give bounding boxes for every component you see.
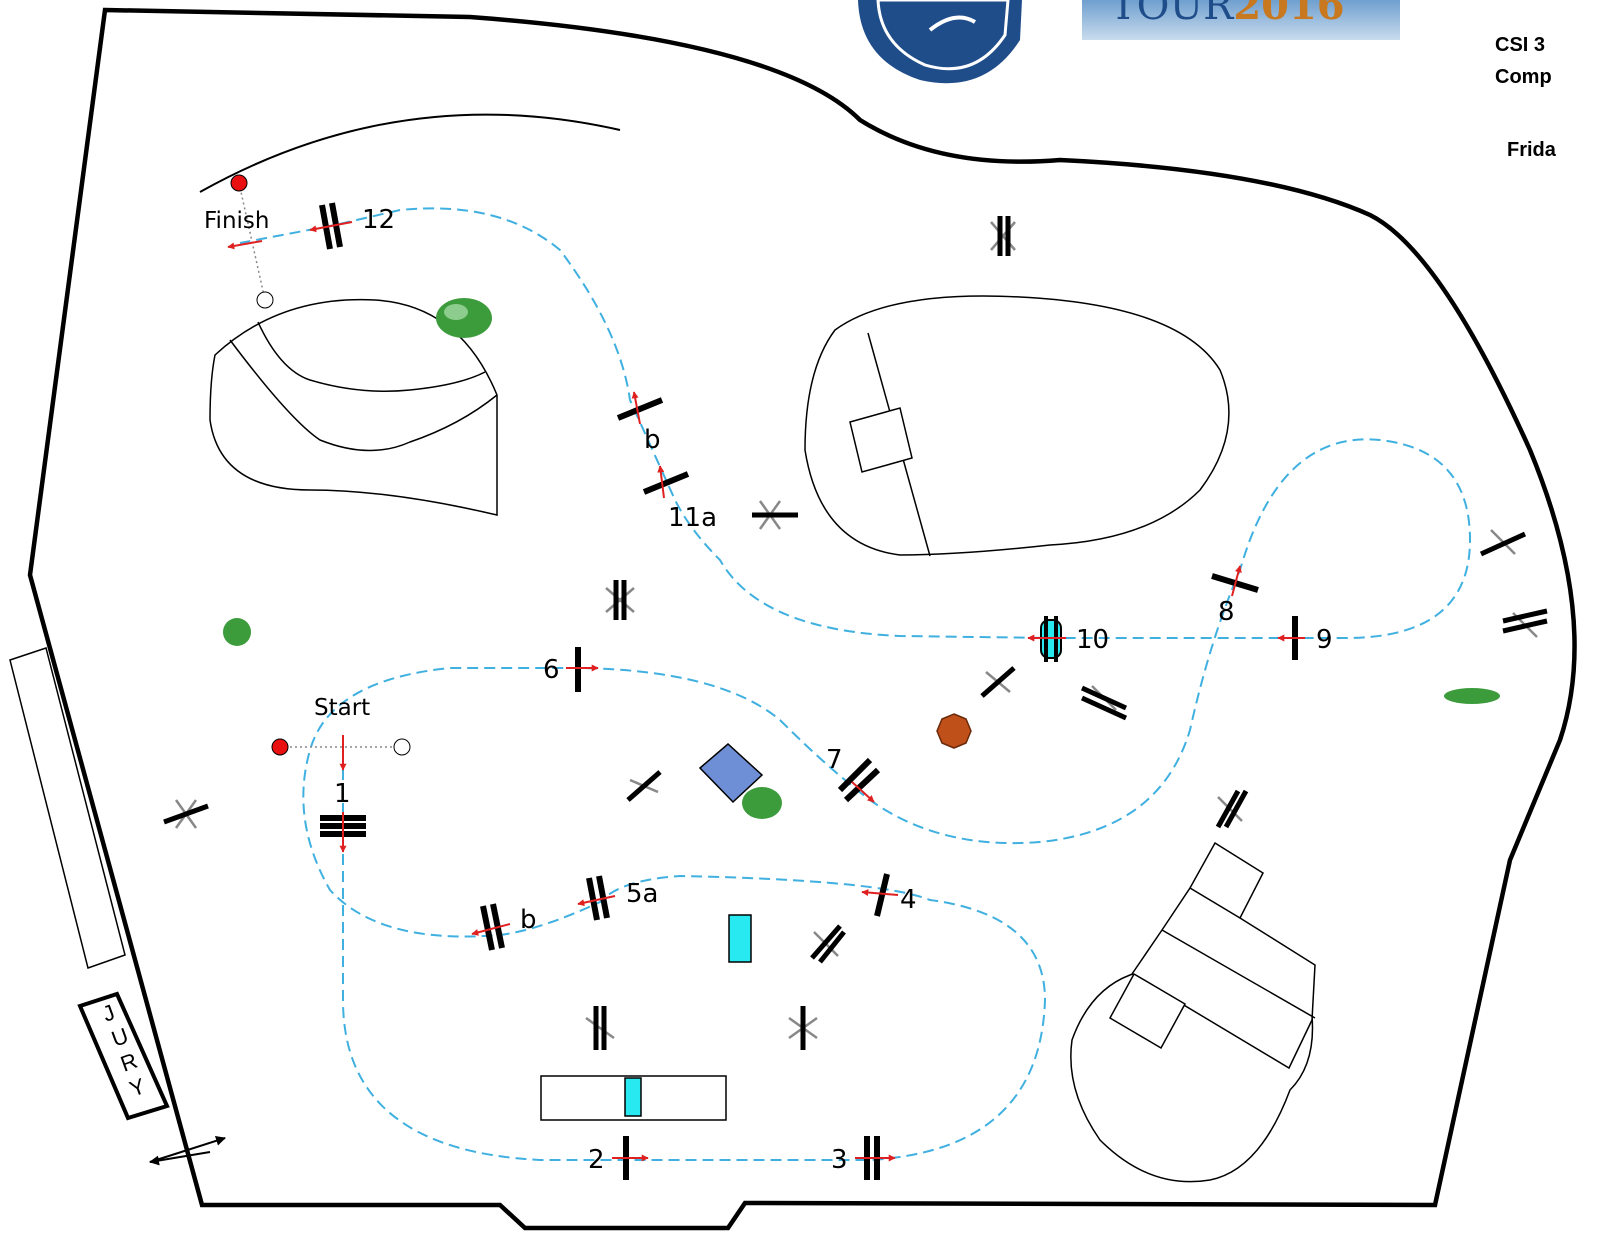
start-flag-white [394, 739, 410, 755]
fence-number: 12 [362, 205, 395, 235]
header-line-1: CSI 3 [1495, 34, 1545, 57]
fence-4 [862, 874, 898, 916]
fence-12 [310, 203, 352, 249]
fence-number: 6 [543, 655, 560, 685]
fence-10 [1028, 616, 1066, 662]
water-cyan [625, 1078, 641, 1116]
fence-number: 9 [1316, 625, 1333, 655]
start-flag-red [272, 739, 288, 755]
finish-flag-red [231, 175, 247, 191]
club-logo [858, 0, 1022, 83]
fence-number: 3 [831, 1145, 848, 1175]
arena-arc [200, 115, 620, 192]
liverpool-cyan [729, 915, 751, 962]
fence-number: 5a [626, 879, 658, 909]
fence-7 [840, 760, 878, 802]
header-line-3: Frida [1507, 139, 1556, 162]
header-line-2: Comp [1495, 66, 1552, 89]
finish-flag-white [257, 292, 273, 308]
center-oval [805, 296, 1229, 556]
fence-6 [566, 647, 598, 692]
fence-number: 11a [668, 503, 717, 533]
tour-year: 2016 [1233, 0, 1344, 29]
fence-5b [472, 904, 510, 950]
fence-1 [320, 812, 366, 852]
fence-11a [644, 466, 688, 498]
fence-number: 4 [900, 885, 917, 915]
fence-number: b [520, 905, 537, 935]
fence-8 [1212, 566, 1258, 596]
fence-number: 7 [826, 745, 843, 775]
lower-right-structure [1071, 843, 1315, 1182]
umbrella-icon [937, 714, 971, 748]
fence-number: b [644, 425, 661, 455]
fence-number: 10 [1076, 625, 1109, 655]
fence-5a [578, 876, 615, 920]
fence-number: 1 [334, 779, 351, 809]
start-label: Start [314, 695, 370, 721]
fence-2 [612, 1136, 648, 1180]
jury-box [10, 648, 167, 1118]
fence-9 [1278, 616, 1305, 660]
fence-3 [855, 1136, 895, 1180]
tour-logo: TOUR2016 [1082, 0, 1400, 40]
fence-number: 2 [588, 1145, 605, 1175]
tour-word: TOUR [1110, 0, 1233, 29]
finish-label: Finish [204, 208, 269, 234]
fence-number: 8 [1218, 597, 1235, 627]
fence-11b [618, 392, 662, 424]
